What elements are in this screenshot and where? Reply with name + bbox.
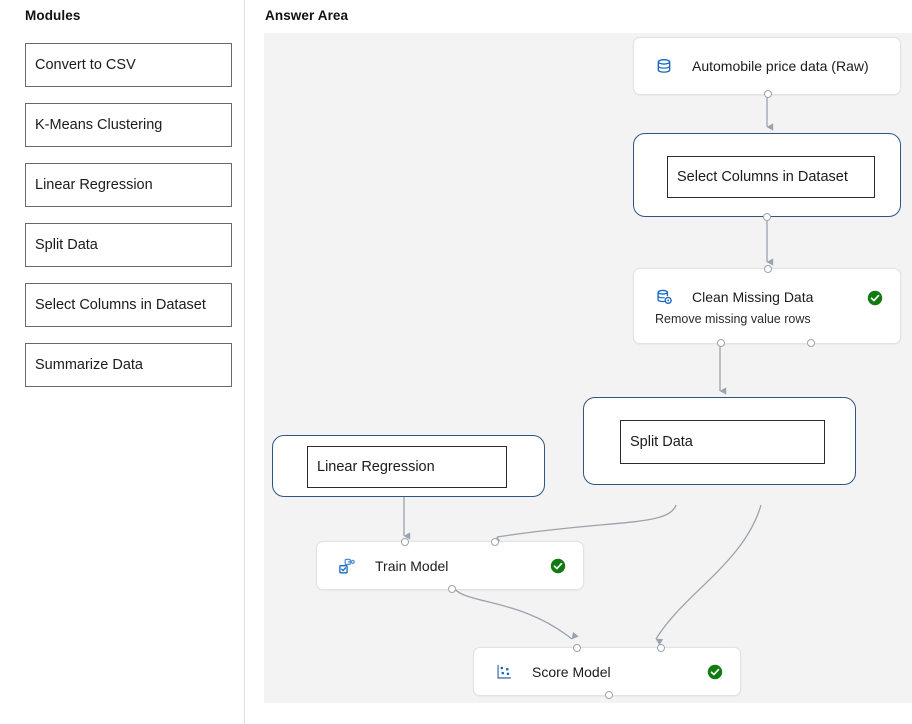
module-item-label: Split Data <box>35 237 98 253</box>
node-input-port-right[interactable] <box>491 538 499 546</box>
dropped-module-label: Split Data <box>630 434 693 450</box>
score-model-icon <box>497 664 512 679</box>
module-item-convert-to-csv[interactable]: Convert to CSV <box>25 43 232 87</box>
database-icon <box>657 59 671 73</box>
node-title: Automobile price data (Raw) <box>692 58 869 74</box>
edge-split-data-to-train-model <box>494 504 677 544</box>
node-output-port[interactable] <box>605 691 613 699</box>
node-output-port-right[interactable] <box>807 339 815 347</box>
train-model-icon <box>339 558 355 574</box>
panel-divider <box>244 0 245 724</box>
module-item-k-means-clustering[interactable]: K-Means Clustering <box>25 103 232 147</box>
node-input-port[interactable] <box>764 265 772 273</box>
dropped-module-label: Linear Regression <box>317 459 435 475</box>
status-badge-complete-icon <box>707 664 723 679</box>
module-item-select-columns-in-dataset[interactable]: Select Columns in Dataset <box>25 283 232 327</box>
edge-split-data-to-score-model <box>655 504 762 646</box>
node-score-model[interactable]: Score Model <box>473 644 741 699</box>
status-badge-complete-icon <box>550 558 566 573</box>
node-input-port-right[interactable] <box>657 644 665 652</box>
module-item-label: Select Columns in Dataset <box>35 297 206 313</box>
node-title: Clean Missing Data <box>692 289 814 305</box>
dropped-module-label: Select Columns in Dataset <box>677 169 848 185</box>
clean-data-icon <box>657 289 672 305</box>
node-header: Automobile price data (Raw) <box>634 38 900 94</box>
pipeline-canvas[interactable]: Automobile price data (Raw) Select Colum… <box>264 33 912 703</box>
dropzone-output-port[interactable] <box>763 213 771 221</box>
node-output-port[interactable] <box>448 585 456 593</box>
node-subtitle: Remove missing value rows <box>655 312 811 326</box>
dropzone-linear-regression[interactable]: Linear Regression <box>272 435 545 497</box>
dropped-module-split-data[interactable]: Split Data <box>620 420 825 464</box>
dropped-module-linear-regression[interactable]: Linear Regression <box>307 446 507 488</box>
module-item-label: K-Means Clustering <box>35 117 163 133</box>
node-title: Train Model <box>375 557 449 574</box>
dropzone-split-data[interactable]: Split Data <box>583 397 856 485</box>
node-header: Clean Missing Data <box>634 269 900 306</box>
node-clean-missing-data[interactable]: Clean Missing Data Remove missing value … <box>633 265 901 347</box>
answer-area-title: Answer Area <box>265 8 349 23</box>
module-item-label: Convert to CSV <box>35 57 136 73</box>
status-badge-complete-icon <box>867 290 883 306</box>
module-item-linear-regression[interactable]: Linear Regression <box>25 163 232 207</box>
modules-panel-title: Modules <box>25 8 81 23</box>
node-title: Score Model <box>532 663 611 680</box>
dropped-module-select-columns-in-dataset[interactable]: Select Columns in Dataset <box>667 156 875 198</box>
node-output-port[interactable] <box>764 90 772 98</box>
module-item-split-data[interactable]: Split Data <box>25 223 232 267</box>
dropzone-select-columns-in-dataset[interactable]: Select Columns in Dataset <box>633 133 901 221</box>
node-input-port-left[interactable] <box>573 644 581 652</box>
node-train-model[interactable]: Train Model <box>316 538 584 593</box>
module-item-label: Summarize Data <box>35 357 143 373</box>
module-item-summarize-data[interactable]: Summarize Data <box>25 343 232 387</box>
node-automobile-price-data-raw[interactable]: Automobile price data (Raw) <box>633 37 901 98</box>
node-input-port-left[interactable] <box>401 538 409 546</box>
node-header: Score Model <box>474 648 740 695</box>
node-output-port-left[interactable] <box>717 339 725 347</box>
module-item-label: Linear Regression <box>35 177 153 193</box>
modules-panel: Modules Convert to CSV K-Means Clusterin… <box>0 0 245 724</box>
modules-list: Convert to CSV K-Means Clustering Linear… <box>25 43 232 403</box>
node-header: Train Model <box>317 542 583 589</box>
